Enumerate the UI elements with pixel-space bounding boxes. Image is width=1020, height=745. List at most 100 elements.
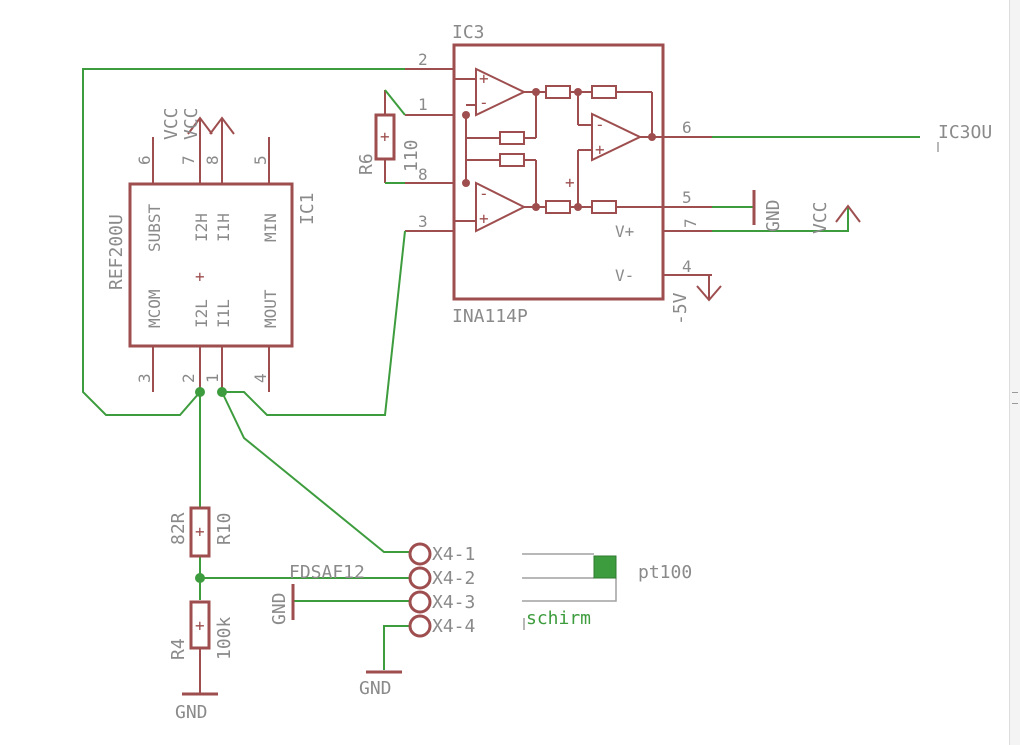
r6-resistor[interactable]: + R6 110 [356,90,422,183]
svg-text:+: + [565,173,575,192]
ic3-internal-resistor-c [591,85,617,99]
ic3-pin8-number: 8 [418,165,428,184]
r6-name: R6 [356,153,377,175]
ic1-pin4-number: 4 [251,373,270,383]
ic3-body [452,43,665,301]
wire-r6-top [384,89,406,116]
gnd-supply-r4[interactable]: GND [175,692,218,723]
ic3-vplus-label: V+ [615,222,634,241]
ic1-pin-mout: MOUT [261,289,280,328]
wire-to-x4-4 [383,625,410,670]
pt100-label: pt100 [638,562,692,583]
svg-text:+: + [479,209,489,228]
ic1-pin-i1l: I1L [214,299,233,328]
vcc-label: VCC [161,107,182,140]
vcc-supply-ic1[interactable]: VCC VCC [161,107,235,140]
ic3-internal-resistor-d [499,153,525,167]
ic1-pin7-number: 7 [179,155,198,165]
ic1-current-reference[interactable]: IC1 REF200U + 6 7 8 5 3 2 1 4 SUBST I2H … [106,118,318,392]
ic3-internal-resistor-f [591,200,617,214]
ic3-internal-resistor-a [499,131,525,145]
vcc-label: VCC [810,201,831,234]
ic3-vminus-label: V- [615,266,634,285]
ic1-pin-i1h: I1H [214,213,233,242]
svg-text:+: + [195,267,205,286]
svg-text:-: - [479,184,489,203]
r10-resistor[interactable]: + 82R R10 [168,506,235,558]
ic3-pin5-number: 5 [682,188,692,207]
ic3-opamp-output [591,112,643,162]
ic3-pin4-number: 4 [682,257,692,276]
gnd-supply-bottom[interactable]: GND [359,670,402,699]
ic3-internal-resistor-b [545,85,571,99]
svg-text:+: + [195,522,205,541]
ic3-internal-resistor-e [545,200,571,214]
ic3-opamp-bottom [475,181,527,233]
wire-ic3-vcc [712,208,849,232]
ic1-pin-mcom: MCOM [145,289,164,328]
gnd-supply-ic3[interactable]: GND [752,190,784,232]
r6-value: 110 [401,139,422,172]
junction-dot [195,573,205,583]
vcc-arrow-icon [187,116,213,135]
ic3-pin2-number: 2 [418,50,428,69]
ic3-pin6-number: 6 [682,118,692,137]
wire-to-x4-1 [221,391,410,553]
ic3-name: IC3 [452,22,485,43]
net-label-output[interactable]: IC3OU [938,122,992,143]
ic1-pin-i2h: I2H [192,213,211,242]
connector-name: FDSAF12 [289,562,365,583]
neg5v-supply[interactable]: -5V [670,275,722,325]
vcc-arrow-icon [835,204,861,223]
wires [82,68,920,670]
vcc-label: VCC [181,107,202,140]
ic1-pin6-number: 6 [135,155,154,165]
ic1-body [128,182,294,348]
r10-name: R10 [214,512,235,545]
ic1-pin-min: MIN [261,213,280,242]
gnd-supply-connector[interactable]: GND [269,584,295,625]
junction-dot [195,387,205,397]
connector-pin-label: X4-1 [432,544,475,565]
r10-value: 82R [168,512,189,545]
gnd-label: GND [175,702,208,723]
scrollbar-grip-icon[interactable] [1012,392,1018,404]
connector-pin-circle [408,566,432,590]
vcc-supply-ic3[interactable]: VCC [810,201,861,234]
r10-body [189,506,211,558]
ic1-value: REF200U [106,214,127,290]
r4-name: R4 [168,638,189,660]
gnd-label: GND [763,199,784,232]
svg-text:-: - [479,93,489,112]
svg-text:+: + [380,127,390,146]
gnd-label: GND [269,592,290,625]
ic3-instrumentation-amplifier[interactable]: IC3 INA114P 2 1 8 3 6 5 7 4 V+ V- + - [405,22,712,327]
pt100-sensor[interactable]: pt100 schirm [522,553,692,630]
connector-pin-circle [408,542,432,566]
ic3-pin1-number: 1 [418,95,428,114]
pt100-pad [593,555,617,579]
junction-dot [217,387,227,397]
ic1-pin1-number: 1 [203,373,222,383]
schirm-label: schirm [526,608,591,629]
connector-fdsaf12[interactable]: FDSAF12 X4-1 X4-2 X4-3 X4-4 [289,542,475,638]
ic3-pin7-number: 7 [681,218,700,228]
ic3-pin3-number: 3 [418,212,428,231]
gnd-label: GND [359,678,392,699]
connector-pin-circle [408,614,432,638]
ic3-value: INA114P [452,306,528,327]
r4-resistor[interactable]: + R4 100k [168,600,235,694]
svg-text:+: + [479,69,489,88]
neg5v-label: -5V [670,292,691,325]
connector-pin-label: X4-2 [432,568,475,589]
vertical-scrollbar[interactable] [1009,0,1020,745]
ic1-pin-i2l: I2L [192,299,211,328]
connector-pin-circle [408,590,432,614]
ic1-pin5-number: 5 [251,155,270,165]
ic1-pin8-number: 8 [203,155,222,165]
svg-text:+: + [195,616,205,635]
r4-value: 100k [214,616,235,660]
svg-text:+: + [595,140,605,159]
ic1-name: IC1 [297,192,318,225]
